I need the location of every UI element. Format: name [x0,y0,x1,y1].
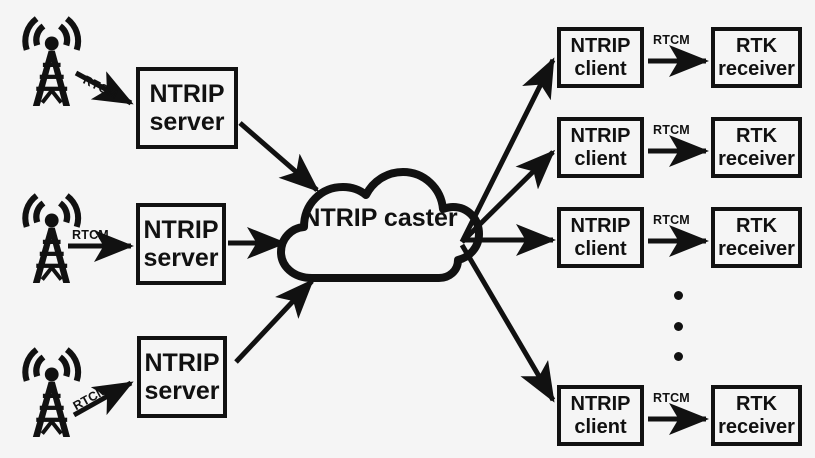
ntrip-client-label-4-line1: NTRIP [570,393,631,416]
ntrip-client-label-3-line2: client [574,237,627,260]
ntrip-caster-label: NTRIP caster [300,203,460,233]
ntrip-caster-label-line2: caster [383,204,458,232]
rtk-receiver-label-1-line2: receiver [718,57,795,80]
arrow-caster-to-client1 [459,57,556,244]
ntrip-client-label-1-line1: NTRIP [570,35,631,58]
rtk-receiver-label-3-line1: RTK [735,215,778,238]
ntrip-server-label-3-line1: NTRIP [144,349,220,377]
arrow-caster-to-client4 [459,243,556,403]
ntrip-client-label-1-line2: client [574,57,627,80]
arrow-server1-to-caster [238,121,320,192]
ntrip-caster-label-line1: NTRIP [302,204,377,232]
arrow-antenna1-to-server1 [74,70,134,106]
rtcm-label-client2: RTCM [653,123,690,137]
ntrip-server-box-3[interactable]: NTRIP server [137,336,227,418]
ntrip-server-label-1-line1: NTRIP [149,80,225,108]
ntrip-client-box-4[interactable]: NTRIP client [557,385,644,446]
rtk-receiver-box-3[interactable]: RTK receiver [711,207,802,268]
ntrip-server-label-1-line2: server [149,108,225,136]
radio-antenna-tower-icon [22,16,82,437]
ntrip-client-box-3[interactable]: NTRIP client [557,207,644,268]
ntrip-client-label-2-line2: client [574,147,627,170]
rtk-receiver-label-3-line2: receiver [718,237,795,260]
ntrip-client-box-1[interactable]: NTRIP client [557,27,644,88]
rtk-receiver-label-1-line1: RTK [735,35,778,58]
arrow-antenna3-to-server3 [72,380,134,418]
ntrip-client-label-4-line2: client [574,415,627,438]
rtk-receiver-label-4-line1: RTK [735,393,778,416]
ntrip-client-label-3-line1: NTRIP [570,215,631,238]
ntrip-client-label-2-line1: NTRIP [570,125,631,148]
rtcm-label-antenna2: RTCM [72,228,109,242]
ellipsis-dot-3 [674,352,683,361]
ntrip-server-label-2-line2: server [143,244,219,272]
rtcm-label-client3: RTCM [653,213,690,227]
cloud-icon [277,168,483,282]
rtcm-label-client1: RTCM [653,33,690,47]
ntrip-client-box-2[interactable]: NTRIP client [557,117,644,178]
ntrip-server-box-1[interactable]: NTRIP server [136,67,238,149]
rtk-receiver-box-4[interactable]: RTK receiver [711,385,802,446]
ellipsis-dot-2 [674,322,683,331]
ntrip-server-box-2[interactable]: NTRIP server [136,203,226,285]
rtcm-label-client4: RTCM [653,391,690,405]
ntrip-server-label-3-line2: server [144,377,220,405]
rtk-receiver-label-4-line2: receiver [718,415,795,438]
ntrip-server-label-2-line1: NTRIP [143,216,219,244]
arrow-server3-to-caster [234,278,315,364]
rtk-receiver-box-2[interactable]: RTK receiver [711,117,802,178]
rtk-receiver-label-2-line1: RTK [735,125,778,148]
rtk-receiver-label-2-line2: receiver [718,147,795,170]
ellipsis-dot-1 [674,291,683,300]
arrow-caster-to-client2 [460,149,556,244]
rtk-receiver-box-1[interactable]: RTK receiver [711,27,802,88]
